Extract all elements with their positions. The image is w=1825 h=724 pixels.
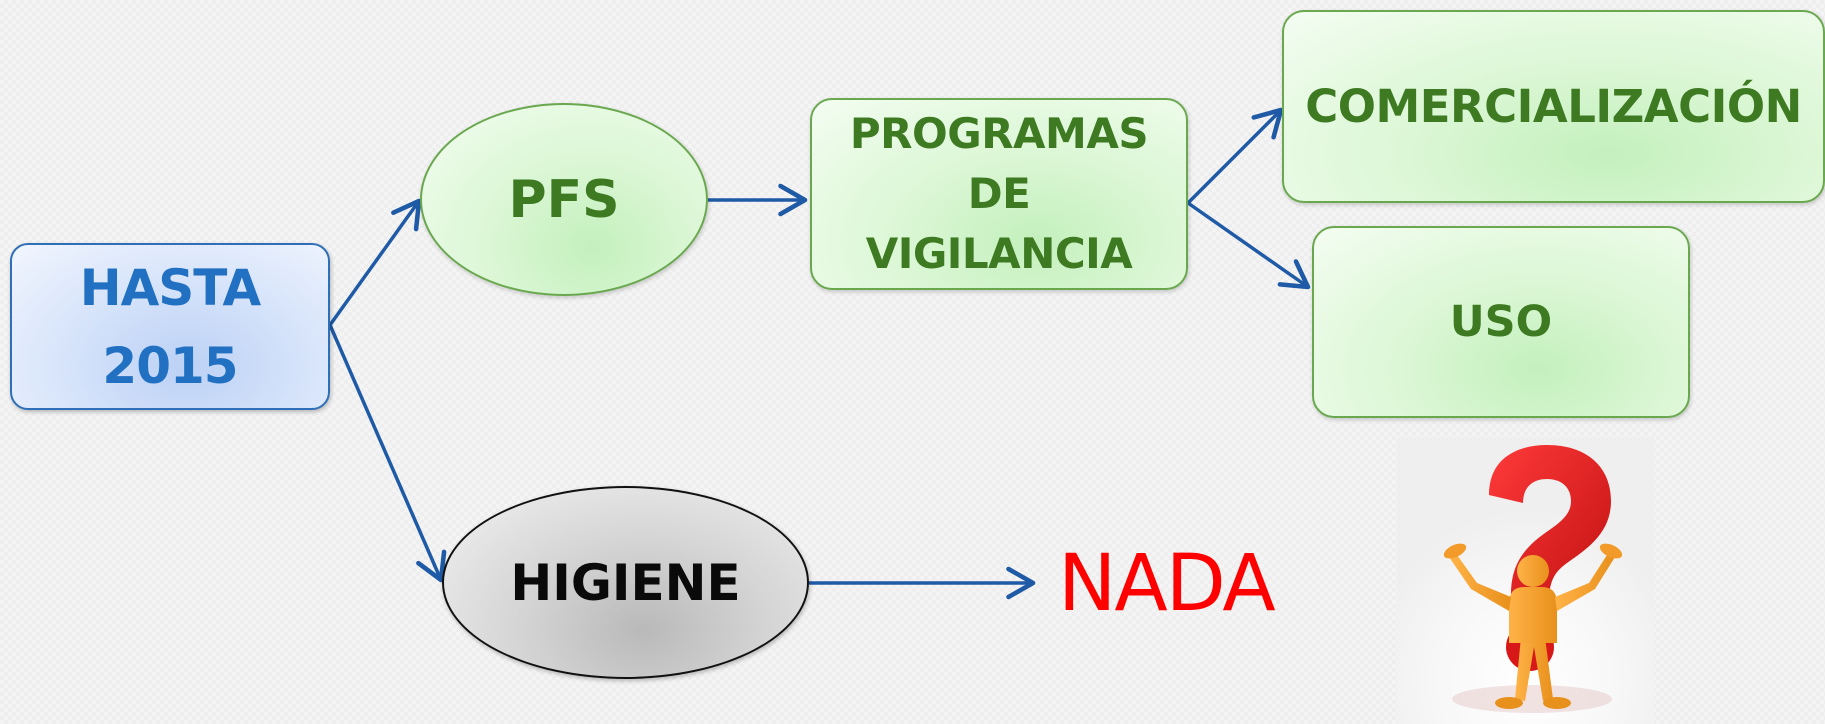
arrow-programas-to-uso <box>1186 201 1311 290</box>
comercializacion-node: COMERCIALIZACIÓN <box>1282 10 1825 203</box>
higiene-label: HIGIENE <box>510 553 741 612</box>
arrow-programas-to-comercializacion <box>1186 107 1284 205</box>
nada-label: NADA <box>1058 539 1276 629</box>
question-person-icon <box>1397 437 1654 724</box>
uso-label: USO <box>1449 297 1553 347</box>
higiene-node: HIGIENE <box>442 486 809 679</box>
comercializacion-label: COMERCIALIZACIÓN <box>1305 80 1802 133</box>
programas-de-vigilancia-node: PROGRAMAS DE VIGILANCIA <box>810 98 1188 290</box>
arrow-hasta-to-higiene <box>328 324 447 583</box>
uso-node: USO <box>1312 226 1690 418</box>
pfs-label: PFS <box>508 169 620 230</box>
hasta-2015-node: HASTA 2015 <box>10 243 330 410</box>
pfs-node: PFS <box>420 103 708 296</box>
arrow-hasta-to-pfs <box>328 198 422 327</box>
hasta-2015-label: HASTA 2015 <box>79 258 261 395</box>
programas-de-vigilancia-label: PROGRAMAS DE VIGILANCIA <box>849 109 1149 278</box>
